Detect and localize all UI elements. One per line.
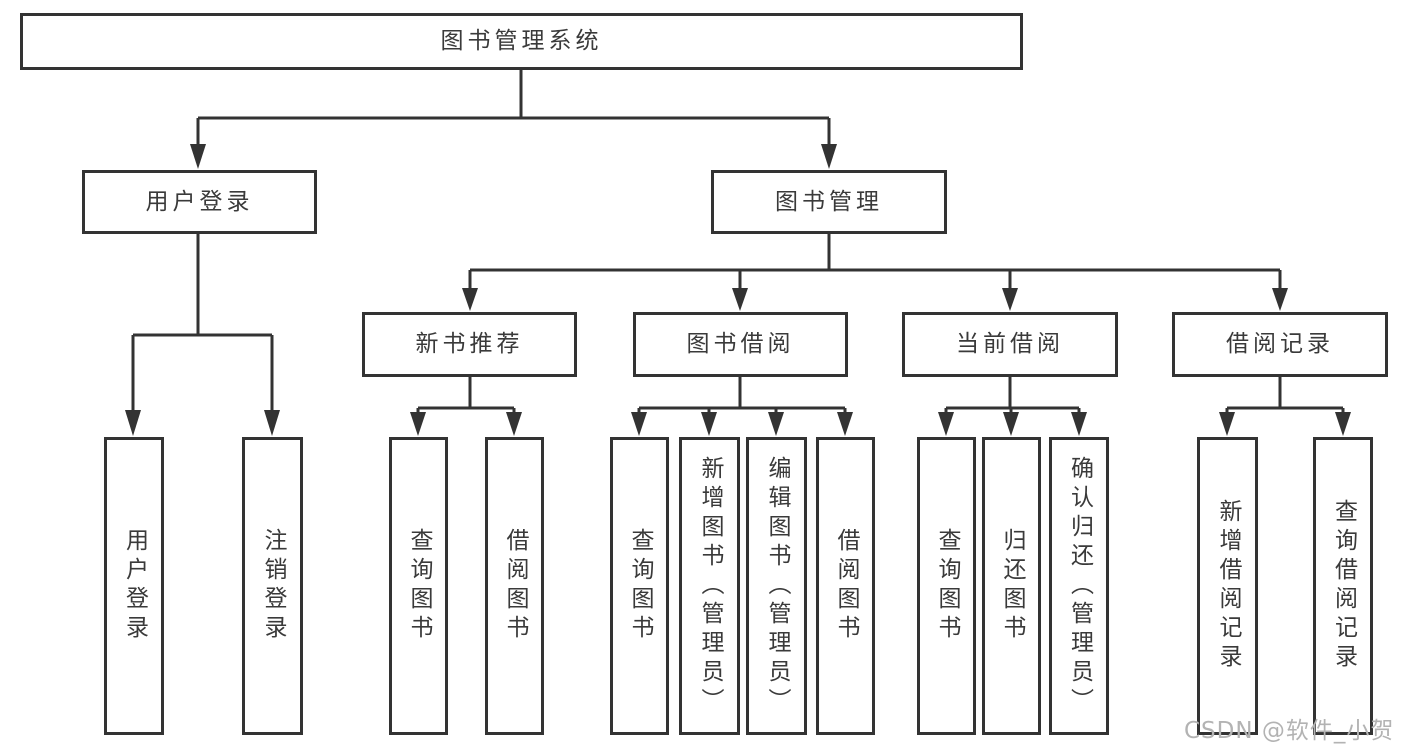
node-borrowing-records: 借阅记录 bbox=[1172, 312, 1388, 377]
leaf-add-borrow-record: 新增借阅记录 bbox=[1197, 437, 1258, 735]
leaf-return-books: 归还图书 bbox=[982, 437, 1041, 735]
leaf-query-books-borrowing: 查询图书 bbox=[610, 437, 669, 735]
leaf-borrow-books-recommend: 借阅图书 bbox=[485, 437, 544, 735]
node-current-borrowing: 当前借阅 bbox=[902, 312, 1118, 377]
leaf-logout: 注销登录 bbox=[242, 437, 303, 735]
node-book-management: 图书管理 bbox=[711, 170, 947, 234]
leaf-user-login: 用户登录 bbox=[104, 437, 164, 735]
leaf-confirm-return-admin: 确认归还（管理员） bbox=[1049, 437, 1109, 735]
node-new-book-recommendation: 新书推荐 bbox=[362, 312, 577, 377]
leaf-query-books-current: 查询图书 bbox=[917, 437, 976, 735]
leaf-add-books-admin: 新增图书（管理员） bbox=[679, 437, 740, 735]
leaf-query-borrow-record: 查询借阅记录 bbox=[1313, 437, 1373, 735]
node-library-management-system: 图书管理系统 bbox=[20, 13, 1023, 70]
csdn-watermark: CSDN @软件_小贺同学 bbox=[1184, 718, 1395, 744]
leaf-query-books-recommend: 查询图书 bbox=[389, 437, 448, 735]
node-user-login: 用户登录 bbox=[82, 170, 317, 234]
node-book-borrowing: 图书借阅 bbox=[633, 312, 848, 377]
leaf-borrow-books-borrowing: 借阅图书 bbox=[816, 437, 875, 735]
leaf-edit-books-admin: 编辑图书（管理员） bbox=[746, 437, 807, 735]
